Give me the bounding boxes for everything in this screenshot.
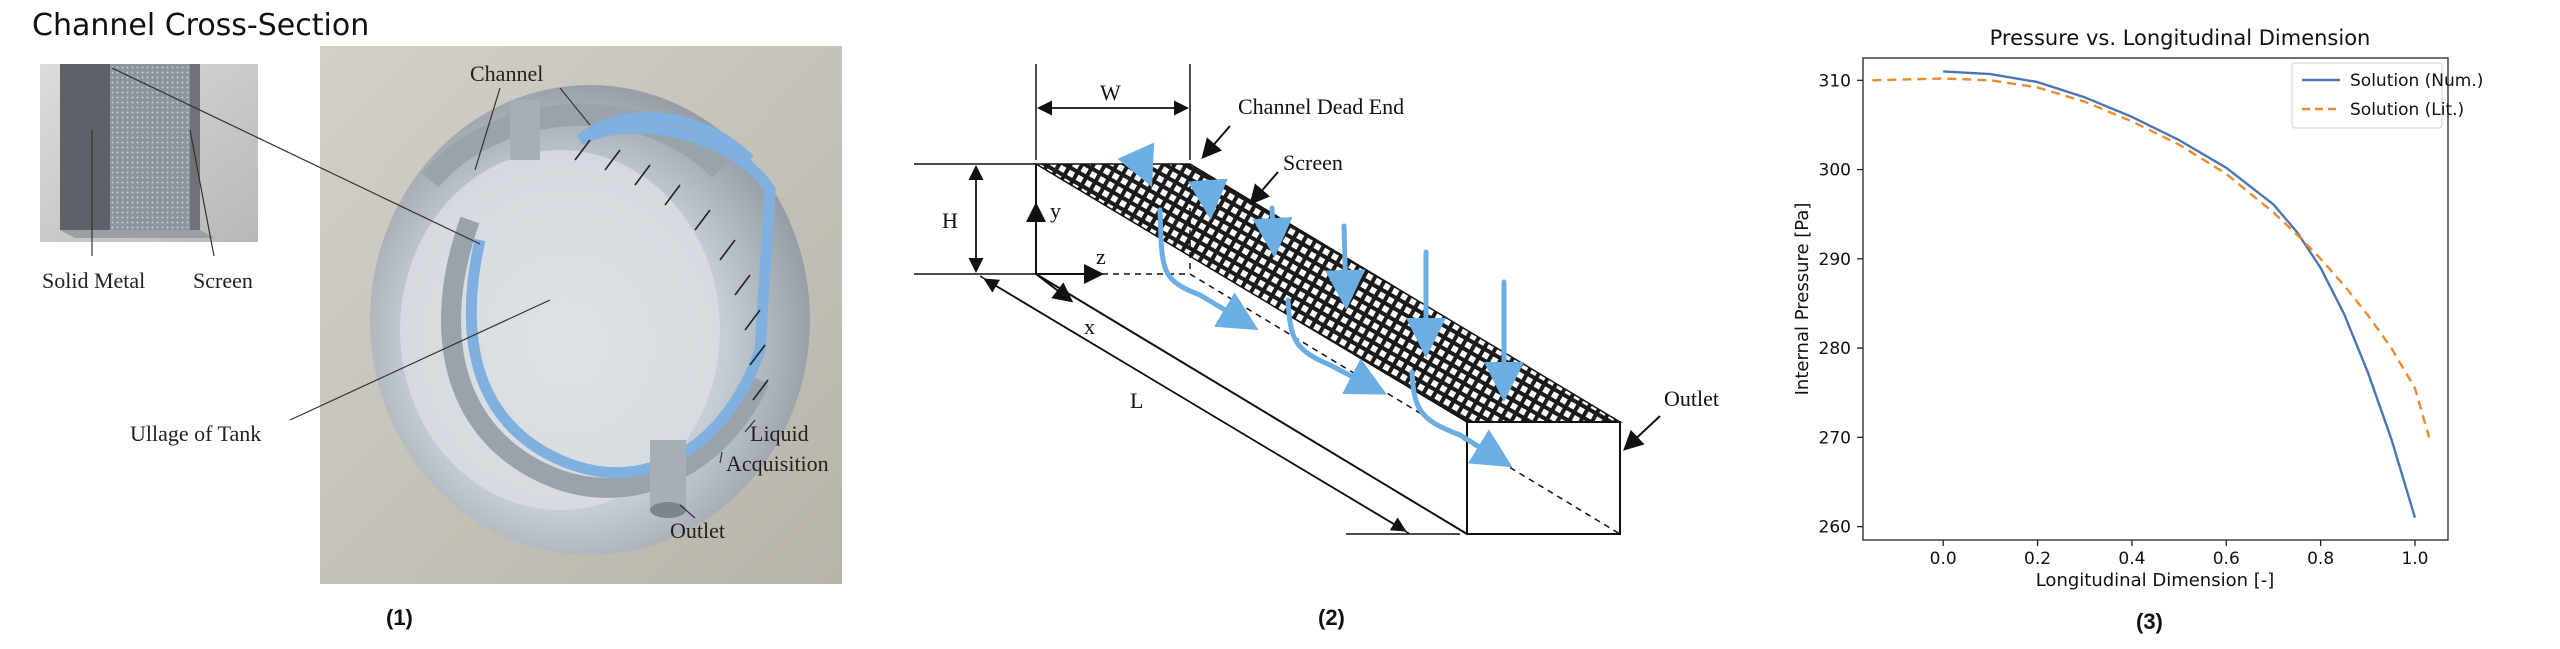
label-screen: Screen bbox=[1283, 150, 1343, 175]
panel2-label: (2) bbox=[1318, 605, 1345, 630]
legend-label-num: Solution (Num.) bbox=[2350, 71, 2483, 91]
panel1-illustration: Channel Solid Metal Screen Ullage of Tan… bbox=[40, 46, 842, 584]
y-tick-label: 260 bbox=[1819, 518, 1851, 538]
label-channel-dead-end: Channel Dead End bbox=[1238, 94, 1404, 119]
x-axis-ticks: 0.0 0.2 0.4 0.6 0.8 1.0 bbox=[1930, 540, 2428, 569]
panel2-diagram: W H L y z x Channel Dea bbox=[914, 64, 1719, 535]
dimension-l bbox=[979, 275, 1460, 535]
chart-title: Pressure vs. Longitudinal Dimension bbox=[1990, 26, 2371, 50]
x-tick-label: 0.6 bbox=[2213, 549, 2240, 569]
x-tick-label: 1.0 bbox=[2401, 549, 2428, 569]
panel3-label: (3) bbox=[2136, 609, 2163, 634]
y-tick-label: 300 bbox=[1819, 161, 1851, 181]
label-liquid: Liquid bbox=[750, 421, 809, 446]
channel-body bbox=[1033, 163, 1623, 535]
cross-section-inset bbox=[40, 64, 258, 242]
axis-x-label: x bbox=[1084, 314, 1095, 339]
tank-illustration bbox=[320, 46, 842, 584]
x-axis-label: Longitudinal Dimension [-] bbox=[2036, 570, 2275, 591]
label-channel: Channel bbox=[470, 61, 543, 86]
chart-legend: Solution (Num.) Solution (Lit.) bbox=[2291, 62, 2483, 129]
x-tick-label: 0.4 bbox=[2118, 549, 2145, 569]
dimension-h bbox=[914, 163, 1036, 275]
x-tick-label: 0.0 bbox=[1930, 549, 1957, 569]
label-outlet-tank: Outlet bbox=[670, 518, 725, 543]
dimension-w bbox=[1035, 64, 1191, 160]
label-outlet: Outlet bbox=[1664, 386, 1719, 411]
figure-title: Channel Cross-Section bbox=[32, 8, 370, 43]
y-tick-label: 280 bbox=[1819, 339, 1851, 359]
label-acquisition: Acquisition bbox=[726, 451, 829, 476]
axis-y-label: y bbox=[1050, 198, 1061, 223]
series-line-num bbox=[1943, 70, 2417, 519]
y-axis-ticks: 260 270 280 290 300 310 bbox=[1819, 71, 1863, 538]
label-h: H bbox=[942, 208, 958, 233]
coordinate-axes bbox=[1026, 202, 1104, 303]
x-tick-label: 0.2 bbox=[2024, 549, 2051, 569]
x-tick-label: 0.8 bbox=[2307, 549, 2334, 569]
flow-arrows bbox=[1117, 142, 1524, 468]
y-axis-label: Internal Pressure [Pa] bbox=[1792, 203, 1813, 396]
label-screen-inset: Screen bbox=[193, 268, 253, 293]
legend-label-lit: Solution (Lit.) bbox=[2350, 100, 2464, 120]
plot-frame bbox=[1862, 57, 2449, 541]
y-tick-label: 310 bbox=[1819, 71, 1851, 91]
label-w: W bbox=[1100, 80, 1121, 105]
label-ullage: Ullage of Tank bbox=[130, 421, 261, 446]
y-tick-label: 290 bbox=[1819, 250, 1851, 270]
series-layer bbox=[1872, 70, 2431, 519]
series-line-lit bbox=[1872, 77, 2431, 438]
y-tick-label: 270 bbox=[1819, 428, 1851, 448]
axis-z-label: z bbox=[1096, 244, 1106, 269]
label-solid-metal: Solid Metal bbox=[42, 268, 145, 293]
panel1-label: (1) bbox=[386, 605, 413, 630]
label-l: L bbox=[1130, 388, 1143, 413]
